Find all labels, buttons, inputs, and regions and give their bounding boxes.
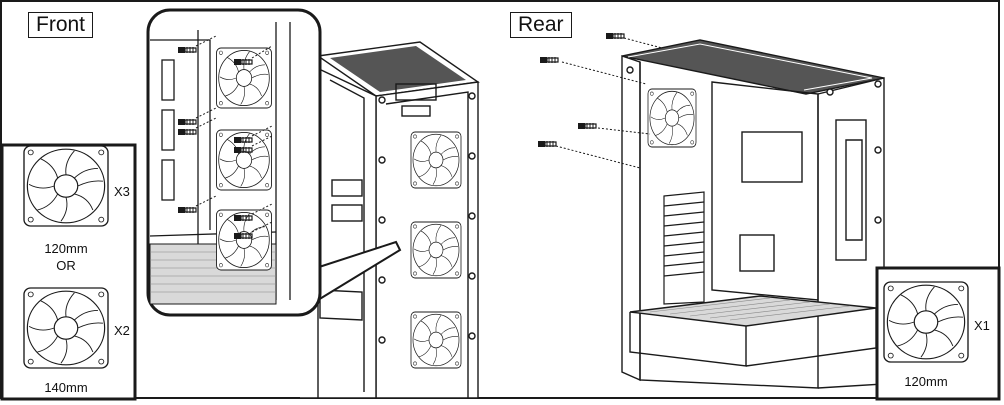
fan-140mm-size: 140mm	[44, 380, 88, 395]
fan-140mm-quantity: X2	[114, 323, 130, 338]
rear-label: Rear	[510, 12, 572, 38]
fan-120mm-icon	[23, 145, 109, 227]
rear-fan-quantity: X1	[974, 318, 990, 333]
fan-120mm-quantity: X3	[114, 184, 130, 199]
fan-120mm-size: 120mm	[44, 241, 88, 256]
fan-rear-120mm-icon	[883, 281, 969, 363]
front-label: Front	[28, 12, 94, 38]
fan-140mm-icon	[23, 287, 109, 369]
rear-case-drawing	[621, 39, 885, 389]
rear-fan-size: 120mm	[904, 374, 948, 389]
or-label: OR	[56, 258, 76, 273]
zoom-inset	[146, 8, 322, 317]
